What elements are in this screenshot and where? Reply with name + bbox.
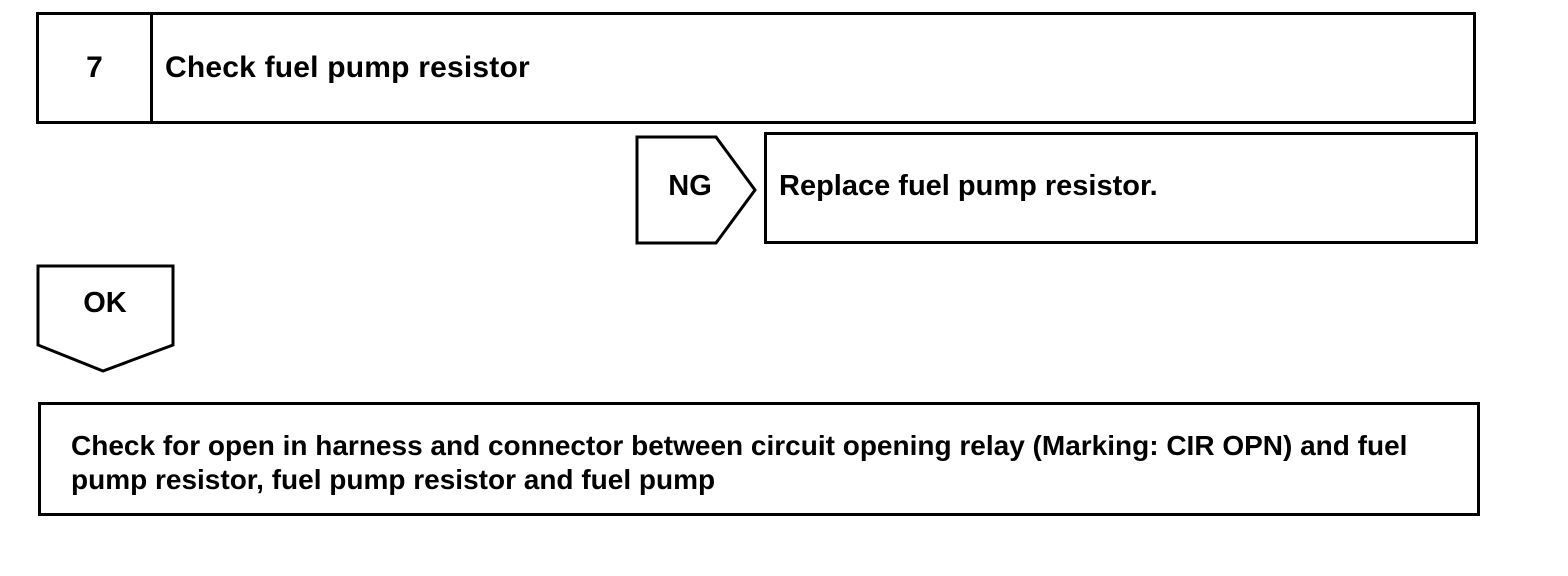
step-title: Check fuel pump resistor — [165, 51, 530, 84]
step-number: 7 — [39, 15, 153, 121]
ng-action-text: Replace fuel pump resistor. — [779, 169, 1158, 202]
ng-label: NG — [668, 170, 712, 202]
ok-arrow-shape — [36, 264, 175, 373]
ng-result-box: Replace fuel pump resistor. — [764, 132, 1478, 244]
ok-label: OK — [83, 287, 127, 319]
ok-action-text: Check for open in harness and connector … — [71, 430, 1408, 495]
step-box: 7 Check fuel pump resistor — [36, 12, 1476, 124]
ng-arrow-shape — [635, 135, 757, 245]
ok-result-box: Check for open in harness and connector … — [38, 402, 1480, 516]
